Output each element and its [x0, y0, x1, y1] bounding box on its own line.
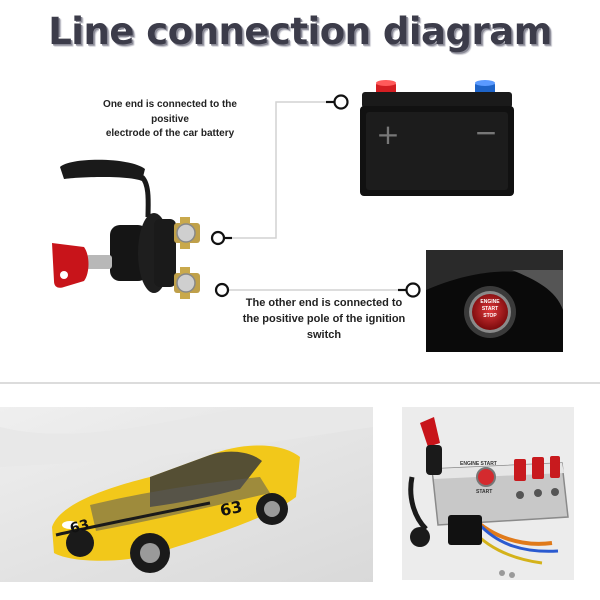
panel-label: ENGINE START: [460, 461, 497, 467]
red-key: [52, 243, 89, 288]
dust-cap: [60, 159, 145, 181]
battery-label-line-2: electrode of the car battery: [105, 128, 235, 139]
ignition-button-line-3: STOP: [483, 313, 497, 319]
switch-panel-kit-photo: ENGINE START START: [402, 407, 574, 580]
car-battery: + −: [360, 80, 514, 196]
diagram-title: Line connection diagram: [48, 10, 552, 53]
ignition-button-photo: ENGINE START STOP: [426, 250, 563, 352]
race-car-illustration: 63 63: [0, 407, 373, 582]
switch-bottom-ring-terminal: [214, 282, 230, 298]
battery-connection-label: One end is connected to the positive ele…: [85, 98, 255, 142]
ignition-connection-label: The other end is connected to the positi…: [232, 296, 416, 344]
panel-start-button: [476, 467, 496, 487]
ignition-button-line-1: ENGINE: [480, 299, 500, 305]
ignition-label-line-1: The other end is connected to: [245, 297, 403, 309]
ignition-button-text: ENGINE START STOP: [472, 299, 508, 320]
ignition-label-line-3: switch: [306, 328, 342, 341]
ignition-label-line-2: the positive pole of the ignition: [242, 312, 406, 325]
battery-plus-sign: +: [376, 118, 399, 151]
connection-lines: [210, 94, 421, 298]
ignition-button-line-2: START: [481, 306, 499, 312]
battery-label-line-1: One end is connected to the positive: [103, 99, 237, 125]
battery-disconnect-switch: [52, 159, 200, 299]
battery-connector-line: [225, 101, 334, 239]
section-divider: [0, 382, 600, 384]
panel-start-label: START: [476, 489, 493, 495]
battery-minus-sign: −: [474, 116, 497, 149]
